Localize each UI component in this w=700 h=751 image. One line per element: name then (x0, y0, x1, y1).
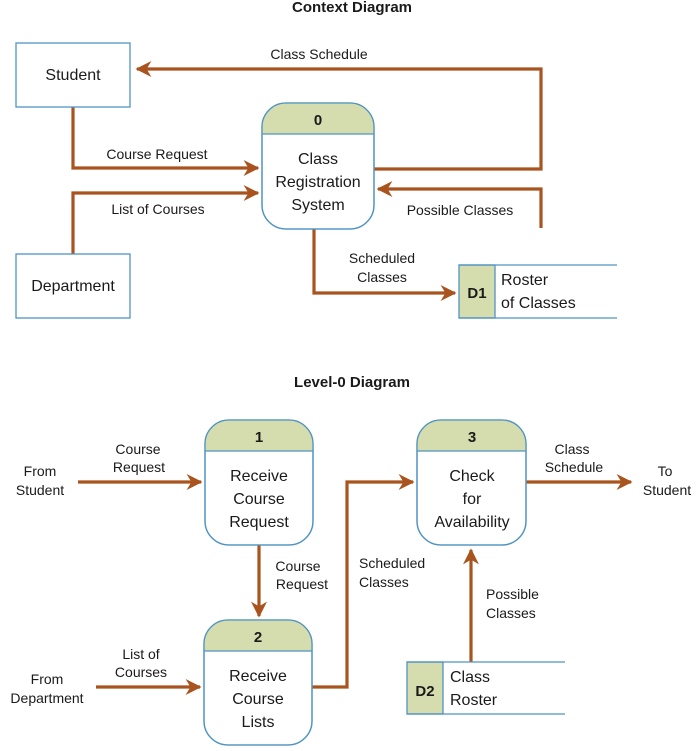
label-class-schedule-1: Class (554, 441, 589, 457)
process-3[interactable]: 3 Check for Availability (416, 419, 527, 546)
source-from-student-2: Student (16, 482, 64, 498)
process-0-header (262, 103, 374, 134)
flow-scheduled-classes (312, 474, 415, 689)
label-scheduled-classes-1: Scheduled (359, 555, 425, 571)
data-store-d2[interactable]: D2 Class Roster (406, 661, 565, 715)
process-3-line-1: Check (449, 468, 495, 485)
label-course-request-in-2: Request (113, 459, 165, 475)
data-store-d1-line-1: Roster (501, 272, 549, 289)
process-3-header (417, 420, 526, 451)
label-possible-classes-2: Classes (486, 605, 536, 621)
process-3-id: 3 (468, 429, 476, 446)
sink-to-student-2: Student (643, 482, 691, 498)
label-possible-classes: Possible Classes (407, 202, 514, 218)
process-0-id: 0 (314, 112, 322, 129)
process-0-line-2: Registration (275, 174, 360, 191)
entity-student[interactable]: Student (15, 42, 131, 108)
process-2-header (204, 620, 312, 651)
data-store-d2-line-1: Class (450, 669, 490, 686)
process-3-line-2: for (463, 491, 482, 508)
flow-class-schedule (135, 61, 543, 171)
process-1-line-2: Course (233, 491, 285, 508)
entity-department-box[interactable] (15, 253, 131, 319)
label-scheduled-classes-1: Scheduled (349, 250, 415, 266)
source-from-student-1: From (24, 463, 57, 479)
label-course-request-in-1: Course (115, 441, 160, 457)
data-store-d2-id: D2 (415, 683, 434, 700)
process-0[interactable]: 0 Class Registration System (261, 102, 375, 230)
flow-list-of-courses (71, 185, 260, 254)
label-course-request-1-2-1: Course (275, 558, 320, 574)
process-2[interactable]: 2 Receive Course Lists (203, 619, 313, 746)
label-class-schedule: Class Schedule (270, 46, 367, 62)
label-list-of-courses-1: List of (122, 646, 159, 662)
sink-to-student-1: To (658, 463, 673, 479)
data-store-d1-line-2: of Classes (501, 295, 576, 312)
entity-student-box[interactable] (15, 42, 131, 108)
source-from-department-2: Department (10, 690, 83, 706)
label-course-request-1-2-2: Request (276, 576, 328, 592)
entity-department-label: Department (31, 278, 115, 295)
flow-course-request (71, 106, 260, 176)
label-scheduled-classes-2: Classes (357, 269, 407, 285)
process-0-line-3: System (291, 197, 344, 214)
source-from-department-1: From (31, 671, 64, 687)
data-store-d1-id: D1 (467, 285, 486, 302)
label-list-of-courses: List of Courses (111, 201, 204, 217)
process-1-header (205, 420, 313, 451)
process-2-line-2: Course (232, 691, 284, 708)
process-1-id: 1 (255, 429, 263, 446)
level0-diagram-title: Level-0 Diagram (294, 374, 410, 391)
process-1-line-3: Request (229, 514, 289, 531)
label-list-of-courses-2: Courses (115, 664, 167, 680)
entity-department[interactable]: Department (15, 253, 131, 319)
process-1[interactable]: 1 Receive Course Request (204, 419, 314, 546)
process-3-line-3: Availability (434, 514, 509, 531)
label-class-schedule-2: Schedule (545, 459, 604, 475)
process-0-line-1: Class (298, 151, 338, 168)
flow-scheduled-classes (312, 229, 457, 301)
process-2-line-1: Receive (229, 668, 287, 685)
context-diagram-title: Context Diagram (292, 0, 412, 16)
label-course-request: Course Request (106, 146, 207, 162)
label-scheduled-classes-2: Classes (359, 574, 409, 590)
data-store-d2-line-2: Roster (450, 692, 498, 709)
process-2-line-3: Lists (242, 714, 275, 731)
process-1-line-1: Receive (230, 468, 288, 485)
process-2-id: 2 (254, 629, 262, 646)
label-possible-classes-1: Possible (486, 586, 539, 602)
level0-diagram: Level-0 Diagram From Student From Depart… (10, 374, 691, 746)
data-store-d1[interactable]: D1 Roster of Classes (458, 264, 617, 319)
flow-possible-classes (376, 181, 543, 228)
entity-student-label: Student (45, 67, 101, 84)
context-diagram: Context Diagram Class Schedule Course Re… (15, 0, 617, 319)
